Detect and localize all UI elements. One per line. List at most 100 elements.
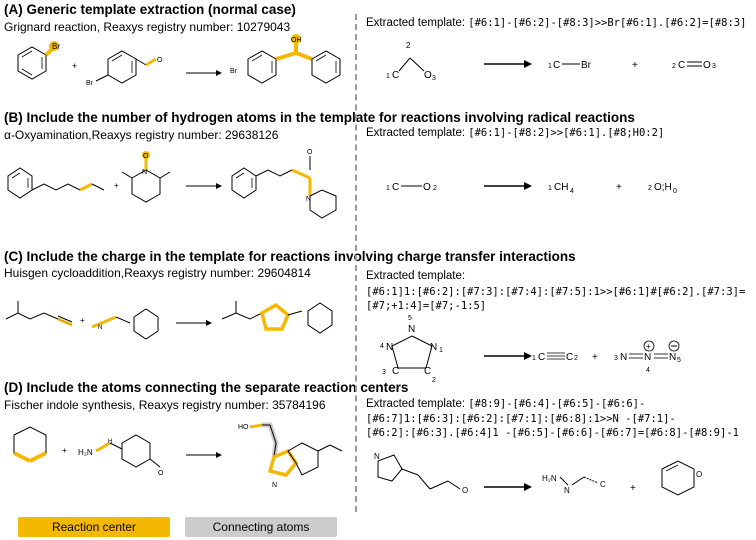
section-a-template: Extracted template: [#6:1]-[#6:2]-[#8:3]… — [366, 17, 746, 29]
atom-label: N — [98, 325, 102, 331]
atom-label: C — [600, 480, 606, 489]
plus-sign: + — [592, 352, 598, 363]
section-b-reaction-scheme: + O N O N — [7, 149, 337, 219]
atom-label: N — [564, 486, 570, 495]
section-c-title: (C) Include the charge in the template f… — [4, 249, 576, 264]
section-c-template-line2: [#7;+1:4]=[#7;-1:5] — [366, 300, 487, 312]
legend-connecting-atoms: Connecting atoms — [185, 517, 337, 537]
section-b-template: Extracted template: [#6:1]-[#8:2]>>[#6:1… — [366, 127, 664, 139]
plus-sign: + — [114, 181, 119, 190]
atom-symbol: C — [566, 352, 573, 363]
atom-label: HO — [238, 424, 249, 431]
section-a-title: (A) Generic template extraction (normal … — [4, 2, 296, 17]
section-c-subtitle: Huisgen cycloaddition,Reaxys registry nu… — [4, 266, 311, 280]
atom-index: 2 — [432, 377, 436, 384]
atom-symbol: C — [553, 60, 560, 71]
atom-symbol: O — [703, 60, 711, 71]
template-arrow — [484, 182, 532, 190]
template-indole: N O — [374, 452, 468, 495]
atom-symbol: Br — [581, 60, 592, 71]
atom-index: 4 — [380, 343, 384, 350]
section-divider — [355, 14, 357, 512]
section-b-template-scheme: 1 C O 2 1 CH 4 + 2 O;H 0 — [386, 182, 677, 195]
template-label: Extracted template: — [366, 17, 466, 29]
template-arrow — [484, 60, 532, 68]
atom-symbol: O — [424, 70, 432, 81]
section-d-template-scheme: N O H₂N N C + O — [374, 452, 702, 496]
atom-index: 1 — [532, 355, 536, 362]
atom-label: O — [307, 149, 313, 156]
atom-label: N — [142, 169, 147, 176]
section-b-subtitle: α-Oxyamination,Reaxys registry number: 2… — [4, 128, 279, 142]
atom-index: 2 — [433, 185, 437, 192]
section-d-template-line0: Extracted template: [#8:9]-[#6:4]-[#6:5]… — [366, 398, 645, 410]
atom-symbol: C — [392, 366, 399, 377]
atom-label: Br — [86, 80, 94, 87]
reaction-arrow — [186, 452, 222, 458]
reactant-alkyne — [5, 301, 73, 327]
atom-index: 2 — [648, 185, 652, 192]
atom-symbol: N — [620, 352, 627, 363]
atom-index: 2 — [406, 41, 411, 50]
atom-label: OH — [291, 37, 302, 44]
reactant-aldehyde: Br O — [86, 50, 163, 87]
template-dihydropyran: O — [661, 460, 702, 496]
reactant-tempo: O N — [121, 151, 171, 203]
atom-symbol: O — [423, 182, 431, 193]
reactant-bromobenzene: Br — [17, 41, 60, 80]
atom-index: 3 — [382, 369, 386, 376]
plus-sign: + — [630, 483, 636, 494]
section-d-title: (D) Include the atoms connecting the sep… — [4, 380, 409, 395]
atom-index: 2 — [672, 63, 676, 70]
section-a-template-scheme: 2 1 C O 3 1 C Br + 2 C O 3 — [386, 41, 716, 82]
positive-charge: + — [646, 342, 651, 351]
atom-index: 1 — [386, 185, 390, 192]
atom-symbol: O;H — [654, 182, 672, 193]
plus-sign: + — [80, 316, 85, 325]
atom-label: O — [158, 470, 164, 477]
template-smarts: [#6:1]-[#6:2]-[#8:3]>>Br[#6:1].[#6:2]=[#… — [468, 17, 747, 29]
product-alcohol: Br OH — [230, 34, 341, 84]
plus-sign: + — [632, 60, 638, 71]
template-label: Extracted template: — [366, 398, 466, 410]
atom-symbol: C — [424, 366, 431, 377]
atom-label: O — [157, 57, 163, 64]
atom-index: 3 — [712, 63, 716, 70]
template-smarts: [#6:1]-[#8:2]>>[#6:1].[#8;H0:2] — [468, 127, 665, 139]
atom-symbol: N — [644, 352, 651, 363]
atom-index: 5 — [677, 357, 681, 364]
template-hydrazine: H₂N N C — [542, 474, 606, 495]
reactant-alkene — [7, 167, 105, 199]
atom-index: 4 — [646, 367, 650, 374]
atom-label: H₂N — [78, 448, 93, 457]
atom-index: 4 — [570, 188, 574, 195]
atom-index: 2 — [574, 355, 578, 362]
atom-symbol: C — [392, 70, 399, 81]
reaction-arrow — [186, 70, 222, 76]
atom-label: N — [306, 196, 311, 203]
product-triazole — [221, 301, 333, 334]
section-a-subtitle: Grignard reaction, Reaxys registry numbe… — [4, 20, 291, 34]
reaction-arrow — [176, 320, 212, 326]
atom-label: O — [143, 153, 149, 160]
atom-symbol: N — [430, 342, 437, 353]
atom-label: Br — [230, 68, 238, 75]
section-a-reaction-scheme: Br + Br O Br OH — [17, 34, 341, 87]
section-d-template-line2: [#6:7]1:[#6:3]:[#6:2]:[#7:1]:[#6:8]:1>>N… — [366, 413, 676, 425]
section-c-template-line1: [#6:1]1:[#6:2]:[#7:3]:[#7:4]:[#7:5]:1>>[… — [366, 286, 746, 298]
atom-label: O — [696, 470, 702, 479]
plus-sign: + — [72, 61, 77, 71]
section-c-reaction-scheme: + N — [5, 301, 333, 340]
template-arrow — [484, 483, 532, 491]
legend-reaction-center: Reaction center — [18, 517, 170, 537]
reaction-arrow — [186, 183, 222, 189]
reactant-cyclohexanone — [13, 426, 47, 463]
atom-index: 1 — [548, 63, 552, 70]
template-arrow — [484, 352, 532, 360]
product-indole: HO N — [238, 422, 343, 489]
section-c-template-label: Extracted template: — [366, 270, 466, 282]
atom-symbol: C — [678, 60, 685, 71]
atom-index: 1 — [439, 347, 443, 354]
template-label: Extracted template: — [366, 127, 466, 139]
atom-index: 3 — [432, 75, 436, 82]
